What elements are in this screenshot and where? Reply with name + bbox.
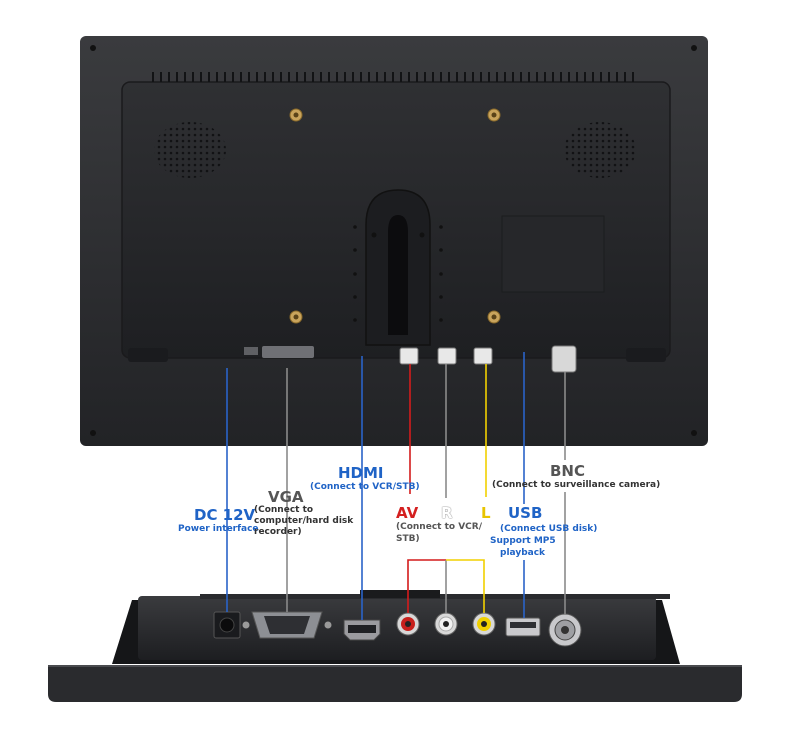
left-speaker-grille [154,122,226,178]
vga-desc-2: computer/hard disk [254,516,354,526]
av-desc-1: (Connect to VCR/ [396,522,482,532]
vesa-mount-holes [289,108,501,324]
r-label: R [441,504,453,522]
connector-lines [226,352,566,620]
av-yellow-bracket [446,559,485,613]
hdmi-label: HDMI [338,464,384,482]
av-label: AV [396,504,419,522]
usb-label: USB [508,504,543,522]
monitor-bottom-view [48,590,742,702]
rear-av-yellow [473,347,493,365]
right-speaker-grille [564,122,636,178]
top-vents [152,72,634,82]
dc-label: DC 12V [194,506,256,524]
rear-av-white [437,347,457,365]
label-area [501,215,605,293]
vga-label: VGA [268,488,304,506]
stand-bracket [353,189,443,346]
av-red-bracket [407,559,446,613]
l-label: L [481,504,491,522]
bnc-desc: (Connect to surveillance camera) [492,480,661,490]
usb-desc-3: playback [500,548,546,558]
bnc-label: BNC [550,462,585,480]
rear-bnc [551,345,577,373]
vga-desc-1: (Connect to [254,505,314,515]
av-desc-2: STB) [396,534,420,544]
hdmi-desc: (Connect to VCR/STB) [310,482,420,492]
vga-desc-3: recorder) [254,527,302,537]
usb-desc-2: Support MP5 [490,536,556,546]
usb-desc-1: (Connect USB disk) [500,524,598,534]
rear-vga-port [262,346,314,358]
monitor-rear-view [80,36,708,446]
dc-desc: Power interface [178,524,259,534]
rear-av-red [399,347,419,365]
